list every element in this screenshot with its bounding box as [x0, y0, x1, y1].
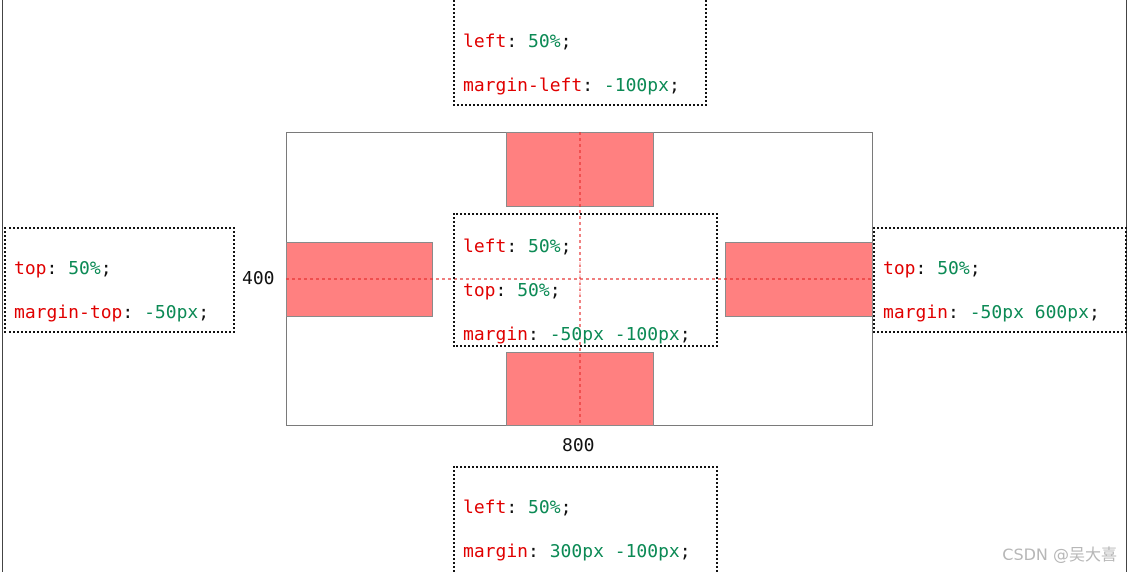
block-left-middle	[286, 242, 433, 317]
watermark: CSDN @吴大喜	[1002, 545, 1117, 564]
code-box-top: left: 50%; margin-left: -100px;	[453, 0, 707, 106]
code-line: left: 50%;	[463, 31, 572, 52]
code-line: margin-top: -50px;	[14, 302, 210, 323]
code-line: top: 50%;	[14, 258, 112, 279]
width-label: 800	[562, 435, 595, 456]
code-box-center: left: 50%; top: 50%; margin: -50px -100p…	[453, 213, 718, 347]
code-line: margin-left: -100px;	[463, 75, 680, 96]
code-line: margin: 300px -100px;	[463, 541, 691, 562]
code-box-bottom: left: 50%; margin: 300px -100px;	[453, 466, 718, 572]
code-line: top: 50%;	[463, 280, 561, 301]
code-box-left: top: 50%; margin-top: -50px;	[4, 227, 235, 333]
code-line: margin: -50px 600px;	[883, 302, 1100, 323]
block-right-middle	[725, 242, 873, 317]
code-line: margin: -50px -100px;	[463, 324, 691, 345]
code-line: left: 50%;	[463, 497, 572, 518]
block-bottom-center	[506, 352, 654, 426]
code-line: left: 50%;	[463, 236, 572, 257]
block-top-center	[506, 132, 654, 207]
code-line: top: 50%;	[883, 258, 981, 279]
code-box-right: top: 50%; margin: -50px 600px;	[873, 227, 1127, 333]
height-label: 400	[242, 268, 275, 289]
